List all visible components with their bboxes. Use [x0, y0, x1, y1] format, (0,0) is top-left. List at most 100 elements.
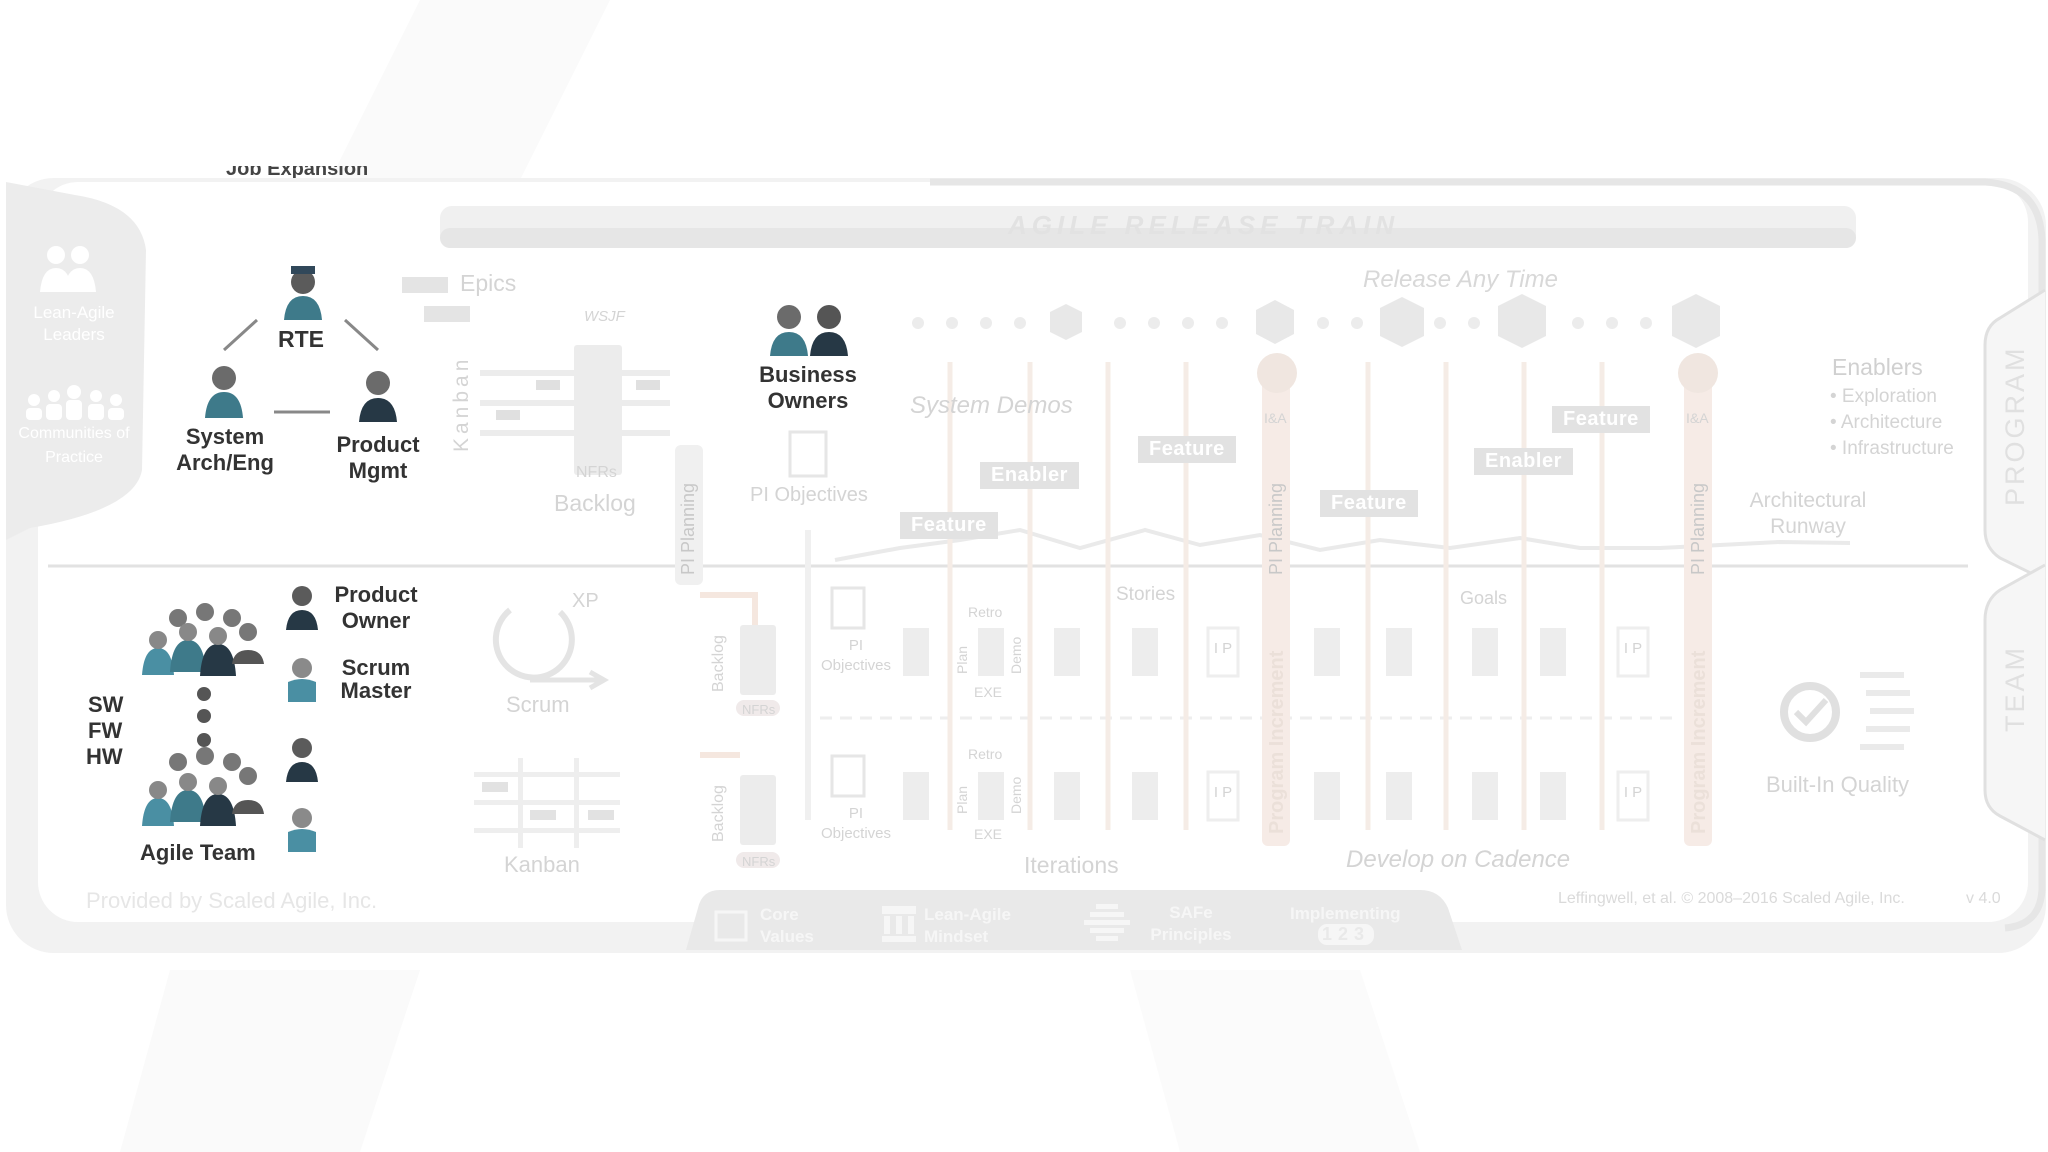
release-dots — [912, 317, 1652, 329]
goals-label: Goals — [1460, 588, 1508, 608]
product-owner-person-icon — [286, 586, 318, 630]
role-agile-team[interactable]: Agile Team — [140, 840, 256, 865]
scrum-label[interactable]: Scrum — [506, 692, 570, 717]
sidebar-lean-agile-leaders[interactable]: Lean-Agile Leaders — [33, 303, 115, 344]
ip-label-3: I P — [1213, 784, 1233, 801]
copyright-label: Leffingwell, et al. © 2008–2016 Scaled A… — [1558, 890, 1905, 907]
program-backlog-label[interactable]: Backlog — [554, 490, 636, 516]
team-kanban-graphic — [474, 758, 620, 848]
release-any-time-label: Release Any Time — [1363, 266, 1558, 293]
flow-arrow-team — [700, 592, 758, 625]
ia-label-1: I&A — [1264, 410, 1287, 426]
pi-objectives-label[interactable]: PI Objectives — [750, 484, 868, 506]
role-product-owner[interactable]: Product Owner — [334, 582, 418, 633]
program-side-label[interactable]: PROGRAM — [2000, 345, 2030, 506]
feature-tag[interactable]: Feature — [1138, 436, 1236, 463]
program-nfrs-label: NFRs — [576, 464, 617, 481]
exe-label-1: EXE — [974, 684, 1003, 700]
product-owner-person-icon-2 — [286, 738, 318, 782]
feature-tag[interactable]: Feature — [900, 512, 998, 539]
quality-checkmark — [1793, 697, 1829, 727]
ip-label-4: I P — [1623, 784, 1643, 801]
feature-tag[interactable]: Feature — [1552, 406, 1650, 433]
program-kanban-vertical: Kanban — [450, 355, 473, 452]
stories-label: Stories — [1116, 584, 1176, 605]
footer-lean-agile-mindset[interactable]: Lean-Agile Mindset — [924, 905, 1011, 946]
program-backlog-graphic — [480, 345, 670, 475]
lean-agile-mindset-icon — [882, 906, 916, 942]
team-tab — [1983, 563, 2046, 842]
scrum-arrow — [530, 669, 610, 691]
footer-implementing-steps[interactable]: 123 — [1318, 924, 1375, 945]
scrum-master-person-icon — [288, 658, 316, 702]
pi-planning-vertical-1: PI Planning — [678, 482, 698, 575]
business-owners-icon — [770, 305, 848, 356]
ia-circle — [1678, 353, 1718, 393]
iterations-label[interactable]: Iterations — [1024, 852, 1119, 878]
plan-label-1: Plan — [954, 645, 970, 674]
cropped-header-text: Job Expansion — [226, 158, 369, 178]
pi-planning-vertical-3: PI Planning — [1688, 482, 1708, 575]
team-kanban-label[interactable]: Kanban — [504, 852, 580, 877]
agile-team-group-icon — [142, 603, 264, 676]
role-product-mgmt[interactable]: Product Mgmt — [336, 432, 420, 483]
core-values-icon — [714, 910, 748, 942]
system-demos-label[interactable]: System Demos — [910, 392, 1073, 419]
watermark-slash-bottom-mid — [1130, 970, 1420, 1152]
program-tab — [1983, 288, 2046, 582]
panel-right-border — [930, 178, 2046, 932]
program-increment-vertical-2: Program Increment — [1688, 650, 1710, 834]
watermark-slash-bottom-left — [120, 970, 420, 1152]
team-backlog-vertical-2: Backlog — [710, 785, 727, 842]
enabler-tag[interactable]: Enabler — [980, 462, 1079, 489]
feature-tag[interactable]: Feature — [1320, 490, 1418, 517]
team-nfrs-1: NFRs — [742, 702, 776, 717]
role-system-arch[interactable]: System Arch/Eng — [176, 424, 274, 475]
enabler-tag[interactable]: Enabler — [1474, 448, 1573, 475]
rte-person-icon — [284, 266, 322, 320]
provided-by-label: Provided by Scaled Agile, Inc. — [86, 888, 378, 913]
lean-agile-leaders-icon — [40, 246, 96, 292]
demo-label-2: Demo — [1008, 776, 1024, 814]
safe-principles-icon — [1084, 904, 1130, 941]
role-scrum-master[interactable]: Scrum Master — [340, 655, 412, 703]
scrum-master-person-icon-2 — [288, 808, 316, 852]
sidebar-communities-of-practice[interactable]: Communities of Practice — [18, 425, 130, 466]
built-in-quality-label[interactable]: Built-In Quality — [1766, 772, 1910, 797]
footer-bar — [686, 890, 1462, 950]
label-sw: SW — [88, 692, 124, 717]
pi-planning-vertical-2: PI Planning — [1266, 482, 1286, 575]
role-business-owners[interactable]: Business Owners — [759, 362, 857, 413]
exe-label-2: EXE — [974, 826, 1003, 842]
role-rte[interactable]: RTE — [278, 326, 324, 352]
footer-core-values[interactable]: Core Values — [760, 905, 814, 946]
enabler-exploration: • Exploration — [1830, 386, 1937, 407]
team-pi-objectives-2: PI Objectives — [820, 805, 892, 842]
pi-planning-bar — [675, 445, 703, 585]
agile-team-group-icon-2 — [142, 747, 264, 826]
develop-on-cadence-label[interactable]: Develop on Cadence — [1346, 846, 1571, 873]
ip-label-2: I P — [1623, 640, 1643, 657]
enablers-title[interactable]: Enablers — [1832, 354, 1923, 380]
connector — [222, 318, 259, 352]
footer-implementing[interactable]: Implementing — [1290, 904, 1401, 923]
built-in-quality-icon — [1780, 682, 1840, 742]
retro-label-1: Retro — [968, 604, 1003, 620]
quality-lines — [1860, 672, 1914, 750]
architectural-runway-label[interactable]: Architectural Runway — [1749, 489, 1867, 538]
release-boxes — [1050, 294, 1720, 348]
footer-safe-principles[interactable]: SAFe Principles — [1150, 903, 1232, 944]
team-side-label[interactable]: TEAM — [2000, 644, 2030, 732]
program-increment-bar — [1684, 362, 1712, 846]
ia-label-2: I&A — [1686, 410, 1709, 426]
epics-label[interactable]: Epics — [460, 270, 517, 296]
enabler-architecture: • Architecture — [1830, 412, 1943, 433]
team-dots — [197, 687, 211, 747]
version-label: v 4.0 — [1966, 890, 2001, 907]
xp-label: XP — [572, 590, 599, 612]
train-rail-shine — [440, 228, 1856, 248]
label-fw: FW — [88, 718, 123, 743]
sidebar-tab — [6, 182, 146, 540]
panel-inner — [38, 182, 2028, 922]
